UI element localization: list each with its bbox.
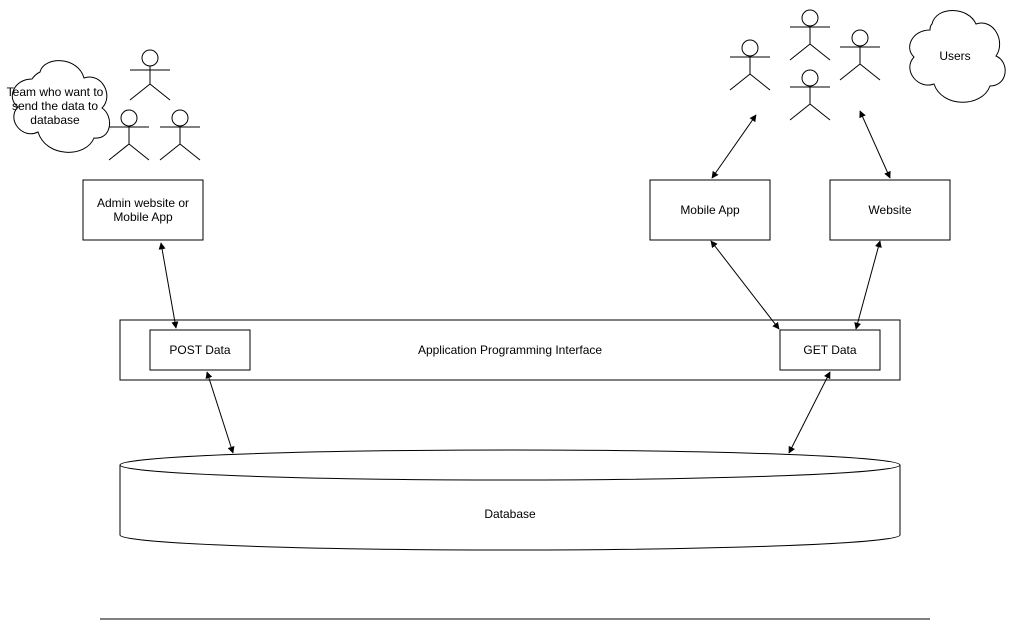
- database-label: Database: [484, 507, 536, 521]
- team-cloud-line-3: database: [30, 113, 80, 127]
- users-cloud: Users: [909, 10, 1006, 103]
- stick-figure-actor-icon: [789, 69, 831, 121]
- stick-figure-actor-icon: [729, 39, 771, 91]
- mobile-app-label: Mobile App: [680, 203, 740, 217]
- admin-app-line-2: Mobile App: [113, 210, 173, 224]
- website-label: Website: [868, 203, 911, 217]
- team-actor-1: [129, 49, 171, 101]
- cloud-shape-icon: [909, 10, 1006, 103]
- connector-post-to-database: [205, 371, 235, 454]
- database-cylinder: Database: [119, 449, 901, 551]
- connector-website-to-get: [854, 240, 882, 330]
- stick-figure-actor-icon: [789, 9, 831, 61]
- cloud-shape-icon: [11, 60, 110, 153]
- post-data-label: POST Data: [169, 343, 230, 357]
- stick-figure-actor-icon: [108, 109, 150, 161]
- user-actor-2: [789, 9, 831, 61]
- api-label: Application Programming Interface: [418, 343, 602, 357]
- connector-mobile-to-get: [710, 240, 780, 330]
- user-actor-4: [789, 69, 831, 121]
- connector-admin-to-post: [158, 242, 179, 329]
- stick-figure-actor-icon: [129, 49, 171, 101]
- post-data-box: POST Data: [149, 329, 251, 371]
- team-actor-2: [108, 109, 150, 161]
- stick-figure-actor-icon: [839, 29, 881, 81]
- get-data-label: GET Data: [803, 343, 856, 357]
- mobile-app-box: Mobile App: [649, 179, 771, 241]
- get-data-box: GET Data: [779, 329, 881, 371]
- admin-app-box: Admin website or Mobile App: [82, 179, 204, 241]
- team-cloud-line-1: Team who want to: [7, 85, 104, 99]
- team-cloud: Team who want to send the data to databa…: [7, 60, 110, 153]
- team-actor-3: [159, 109, 201, 161]
- admin-app-line-1: Admin website or: [97, 196, 189, 210]
- team-cloud-line-2: send the data to: [12, 99, 98, 113]
- user-actor-3: [839, 29, 881, 81]
- stick-figure-actor-icon: [159, 109, 201, 161]
- users-cloud-label: Users: [939, 49, 970, 63]
- connector-get-to-database: [788, 371, 831, 454]
- website-box: Website: [829, 179, 951, 241]
- user-actor-1: [729, 39, 771, 91]
- connector-users-to-mobile: [711, 114, 757, 179]
- connector-users-to-website: [859, 110, 891, 179]
